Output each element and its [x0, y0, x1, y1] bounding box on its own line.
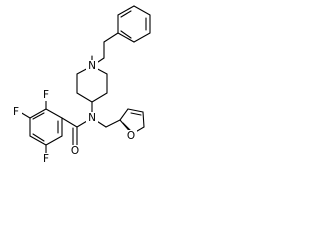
atom-labels: N N O O F F F	[10, 60, 137, 165]
phenyl-ring	[117, 5, 151, 43]
molecule-structure: N N O O F F F	[10, 5, 151, 165]
atom-n-amide: N	[88, 112, 96, 124]
atom-f-bottom: F	[43, 153, 49, 165]
atom-o-furan: O	[127, 130, 135, 142]
atom-o-carbonyl: O	[71, 145, 79, 157]
atom-f-top: F	[43, 89, 49, 101]
trifluorophenyl-ring	[19, 97, 63, 156]
atom-f-left: F	[13, 106, 19, 118]
atom-n-piperidine: N	[88, 60, 96, 72]
